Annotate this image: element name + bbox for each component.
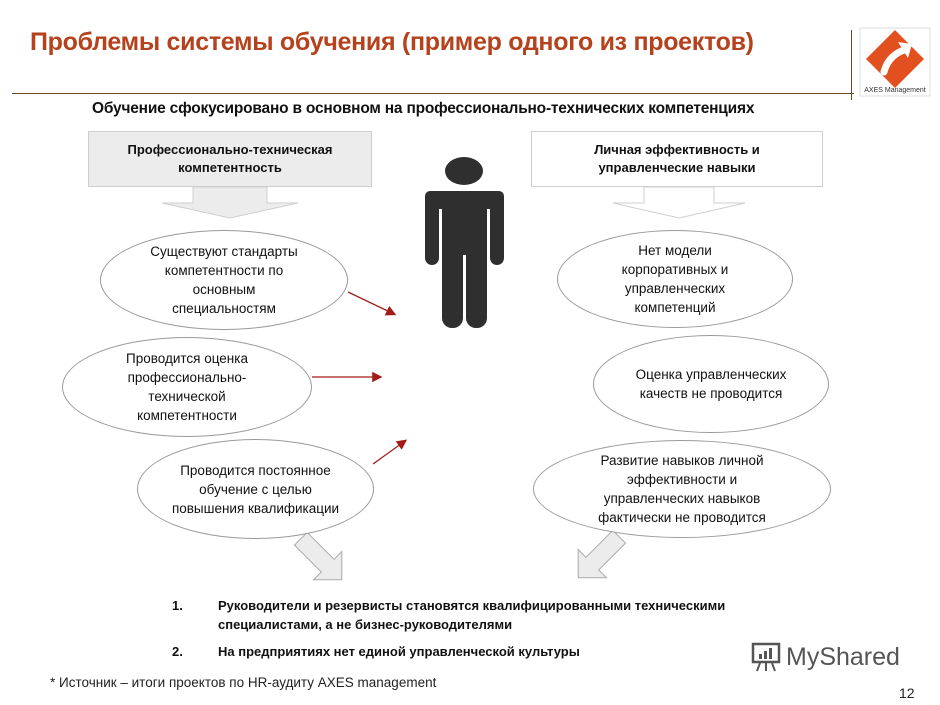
conclusion-text: Руководители и резервисты становятся ква… [218, 598, 726, 632]
conclusion-number: 2. [172, 644, 183, 659]
conclusion-item: 2. На предприятиях нет единой управленче… [172, 642, 738, 661]
diagonal-block-arrow-right [577, 529, 627, 579]
red-arrow-1 [347, 291, 397, 316]
axes-logo-icon [859, 27, 931, 97]
left-item-text: Проводится постоянное обучение с целью п… [171, 462, 340, 516]
category-personal-management: Личная эффективность и управленческие на… [531, 131, 823, 187]
source-footnote: * Источник – итоги проектов по HR-аудиту… [50, 675, 437, 690]
conclusion-number: 1. [172, 598, 183, 613]
logo-text: AXES Management [864, 87, 926, 94]
conclusions-list: 1. Руководители и резервисты становятся … [172, 596, 738, 661]
down-block-arrow-right [612, 186, 746, 219]
page-number: 12 [899, 685, 915, 701]
right-item-text: Развитие навыков личной эффективности и … [598, 453, 766, 525]
watermark-text: MyShared [786, 642, 900, 671]
right-item-1: Нет модели корпоративных и управленчески… [557, 230, 793, 328]
right-item-text: Оценка управленческих качеств не проводи… [635, 367, 787, 401]
category-label: Личная эффективность и управленческие на… [594, 142, 760, 175]
person-icon [425, 157, 504, 328]
slide-subtitle: Обучение сфокусировано в основном на про… [92, 100, 755, 117]
left-item-1: Существуют стандарты компетентности по о… [100, 230, 348, 330]
down-block-arrow-left [161, 186, 299, 219]
left-item-2: Проводится оценка профессионально-технич… [62, 337, 312, 437]
left-item-text: Проводится оценка профессионально-технич… [126, 351, 248, 423]
category-label: Профессионально-техническая компетентнос… [127, 142, 333, 175]
slide-title: Проблемы системы обучения (пример одного… [30, 28, 754, 56]
myshared-watermark: MyShared [748, 640, 900, 674]
presentation-chart-icon [751, 642, 781, 672]
diagonal-block-arrow-left [293, 531, 343, 581]
left-item-text: Существуют стандарты компетентности по о… [150, 244, 298, 316]
right-item-3: Развитие навыков личной эффективности и … [533, 440, 831, 538]
red-arrow-3 [372, 439, 408, 465]
conclusion-text: На предприятиях нет единой управленческо… [218, 644, 580, 659]
right-item-2: Оценка управленческих качеств не проводи… [593, 335, 829, 433]
conclusion-item: 1. Руководители и резервисты становятся … [172, 596, 738, 634]
logo-divider [851, 30, 852, 100]
left-item-3: Проводится постоянное обучение с целью п… [137, 439, 374, 539]
category-professional-technical: Профессионально-техническая компетентнос… [88, 131, 372, 187]
right-item-text: Нет модели корпоративных и управленчески… [621, 243, 729, 315]
title-divider [12, 93, 854, 94]
